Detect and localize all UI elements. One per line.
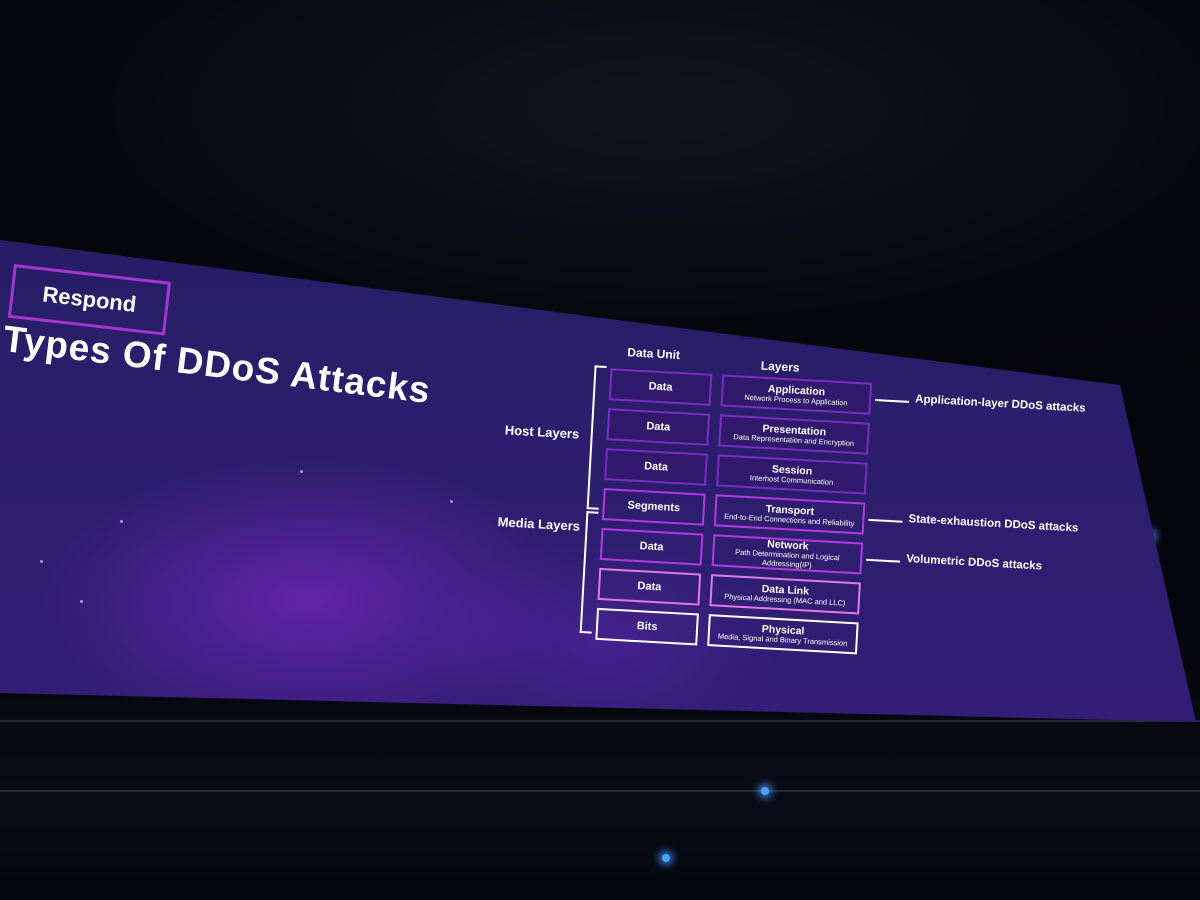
star-dot (80, 600, 83, 603)
media-layers-label: Media Layers (497, 514, 581, 534)
data-unit-label: Segments (627, 499, 681, 514)
star-dot (40, 560, 43, 563)
layer-description: Physical Addressing (MAC and LLC) (724, 591, 846, 608)
layer-description: Path Determination and Logical Addressin… (734, 547, 840, 570)
host-layers-label: Host Layers (504, 422, 580, 442)
data-unit-box: Data (604, 448, 708, 486)
data-unit-label: Data (637, 579, 662, 594)
attack-connector-line (866, 558, 901, 563)
attack-connector-line (868, 518, 903, 523)
layers-column-header: Layers (760, 358, 800, 375)
layer-description: Interhost Communication (749, 472, 834, 487)
star-dot (450, 500, 453, 503)
layer-description: Network Process to Application (744, 392, 848, 408)
star-dot (300, 470, 303, 473)
slide-title: Types Of DDoS Attacks (1, 318, 433, 412)
data-unit-label: Data (648, 380, 673, 394)
data-unit-box: Data (599, 527, 704, 566)
data-unit-box: Data (608, 368, 713, 406)
data-unit-label: Data (646, 419, 671, 434)
truss-beam (0, 720, 1200, 722)
data-unit-column-header: Data Unit (627, 345, 681, 363)
stage-light (662, 854, 670, 862)
data-unit-label: Data (643, 459, 669, 474)
star-dot (120, 520, 123, 523)
attack-type-label: Application-layer DDoS attacks (914, 393, 1086, 415)
data-unit-box: Bits (595, 607, 699, 646)
attack-connector-line (875, 399, 910, 403)
data-unit-box: Segments (602, 488, 706, 526)
data-unit-label: Bits (636, 619, 658, 633)
data-unit-box: Data (606, 408, 711, 446)
layer-description: Data Representation and Encryption (733, 431, 855, 448)
data-unit-box: Data (597, 567, 702, 606)
attack-type-label: State-exhaustion DDoS attacks (908, 513, 1079, 535)
layer-description: End-to-End Connections and Reliability (723, 511, 855, 528)
data-unit-label: Data (639, 539, 664, 554)
layer-description: Media, Signal and Binary Transmission (717, 631, 848, 648)
attack-type-label: Volumetric DDoS attacks (905, 553, 1043, 573)
stage-light (761, 787, 769, 795)
osi-layers-diagram: Data Unit Layers Host Layers Media Layer… (483, 338, 1119, 672)
truss-beam (0, 790, 1200, 792)
